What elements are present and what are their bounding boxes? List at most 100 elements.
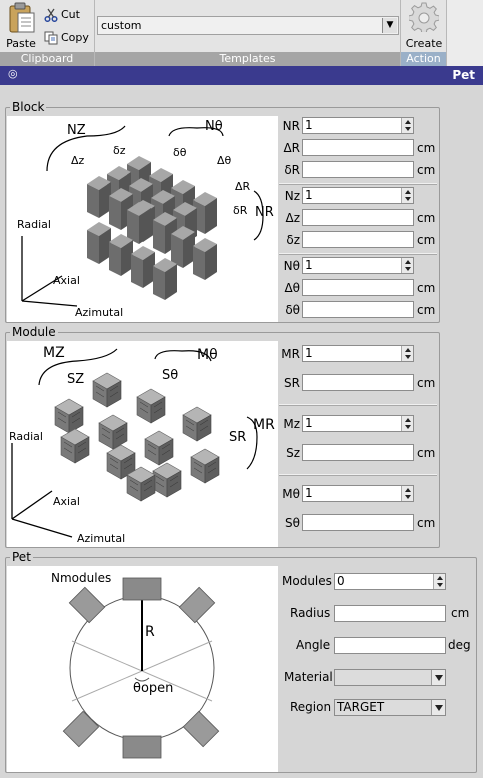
module-field-value: 1 <box>305 346 313 360</box>
block-field-input[interactable]: 1 <box>302 187 414 204</box>
pet-title: Pet <box>10 550 33 564</box>
spin-arrows-icon[interactable] <box>401 118 413 133</box>
module-field-label: MR <box>281 347 300 361</box>
block-field-input[interactable] <box>302 161 414 178</box>
pet-diagram: Nmodules R θopen <box>7 566 278 772</box>
target-icon[interactable]: ◎ <box>8 67 18 80</box>
ribbon-toolbar: Paste Cut Copy Clipboard Templates custo… <box>0 0 483 66</box>
module-field-input[interactable] <box>302 514 414 531</box>
material-select[interactable] <box>334 669 446 686</box>
region-value: TARGET <box>337 700 385 714</box>
module-field-input[interactable] <box>302 374 414 391</box>
templates-group: Templates <box>95 0 401 66</box>
block-deltaz-label: δz <box>113 144 126 157</box>
block-field-input[interactable]: 1 <box>302 257 414 274</box>
block-field-input[interactable] <box>302 279 414 296</box>
module-field-unit: cm <box>417 516 436 530</box>
block-dz-label: Δz <box>71 154 85 167</box>
radius-field[interactable] <box>334 605 446 622</box>
angle-field[interactable] <box>334 637 446 654</box>
module-field-label: Sz <box>286 446 300 460</box>
block-field-unit: cm <box>417 281 436 295</box>
module-mtheta-label: Mθ <box>197 347 218 363</box>
pet-diagram-graphic: Nmodules R θopen <box>51 571 220 759</box>
block-DR-label: ΔR <box>235 180 251 193</box>
gear-icon <box>408 2 440 34</box>
module-radial-label: Radial <box>9 430 43 443</box>
block-field-input[interactable] <box>302 231 414 248</box>
radius-label: Radius <box>290 606 331 620</box>
spin-arrows-icon[interactable] <box>433 574 445 589</box>
spin-arrows-icon[interactable] <box>401 486 413 501</box>
module-field-input[interactable]: 1 <box>302 345 414 362</box>
module-diagram-graphic: MZ Mθ SZ Sθ SR MR Radial Axial Azimutal <box>9 345 275 545</box>
block-deltatheta-label: δθ <box>173 146 187 159</box>
module-field-label: Mz <box>283 417 300 431</box>
module-field-input[interactable]: 1 <box>302 415 414 432</box>
block-field-label: NR <box>282 119 300 133</box>
block-field-input[interactable] <box>302 301 414 318</box>
spin-arrows-icon[interactable] <box>401 258 413 273</box>
region-label: Region <box>290 700 332 714</box>
chevron-down-icon[interactable] <box>431 700 445 715</box>
modules-label: Modules <box>282 574 332 588</box>
material-label: Material <box>284 670 333 684</box>
module-field-label: SR <box>284 376 300 390</box>
templates-caption: Templates <box>95 52 400 66</box>
module-field-unit: cm <box>417 446 436 460</box>
block-field-unit: cm <box>417 233 436 247</box>
chevron-down-icon[interactable]: ▼ <box>382 18 397 33</box>
panel-title: Pet <box>452 68 475 82</box>
block-Dtheta-label: Δθ <box>217 154 232 167</box>
block-field-label: Nθ <box>283 259 300 273</box>
spin-arrows-icon[interactable] <box>401 188 413 203</box>
module-field-input[interactable] <box>302 444 414 461</box>
pet-group: Pet <box>5 550 477 773</box>
angle-label: Angle <box>296 638 331 652</box>
block-field-input[interactable] <box>302 139 414 156</box>
block-field-value: 1 <box>305 188 313 202</box>
block-diagram-graphic: NZ Nθ Δz δz δθ Δθ ΔR δR NR Radial Axial … <box>17 119 274 319</box>
block-axial-label: Axial <box>53 274 80 287</box>
create-label: Create <box>405 37 443 50</box>
spin-arrows-icon[interactable] <box>401 416 413 431</box>
module-separator-1 <box>279 404 437 406</box>
copy-button[interactable]: Copy <box>44 29 89 47</box>
block-field-value: 1 <box>305 258 313 272</box>
block-separator-1 <box>279 183 437 185</box>
module-field-input[interactable]: 1 <box>302 485 414 502</box>
block-field-label: Δθ <box>284 281 300 295</box>
region-select[interactable]: TARGET <box>334 699 446 716</box>
module-separator-2 <box>279 474 437 476</box>
block-field-label: Δz <box>285 211 300 225</box>
cut-label: Cut <box>61 8 80 21</box>
spin-arrows-icon[interactable] <box>401 346 413 361</box>
paste-button[interactable]: Paste <box>2 2 40 50</box>
copy-label: Copy <box>61 31 89 44</box>
module-mr-label: MR <box>253 417 275 433</box>
action-group: Action <box>401 0 447 66</box>
block-azimutal-label: Azimutal <box>75 306 123 319</box>
block-field-label: ΔR <box>283 141 300 155</box>
template-select[interactable]: custom ▼ <box>97 16 399 35</box>
modules-spinbox[interactable]: 0 <box>334 573 446 590</box>
module-mz-label: MZ <box>43 345 65 361</box>
module-azimutal-label: Azimutal <box>77 532 125 545</box>
pet-theta-open-label: θopen <box>133 681 173 696</box>
pet-r-label: R <box>145 624 155 640</box>
block-field-input[interactable] <box>302 209 414 226</box>
panel-titlebar: ◎ Pet <box>0 66 483 85</box>
copy-icon <box>44 31 58 45</box>
module-sr-label: SR <box>229 430 246 445</box>
create-button[interactable]: Create <box>402 2 446 50</box>
angle-unit: deg <box>448 638 471 652</box>
chevron-down-icon[interactable] <box>431 670 445 685</box>
block-group: Block <box>5 100 440 323</box>
module-field-label: Sθ <box>285 516 300 530</box>
cut-button[interactable]: Cut <box>44 6 80 24</box>
module-field-unit: cm <box>417 376 436 390</box>
module-stheta-label: Sθ <box>162 368 178 383</box>
block-title: Block <box>10 100 47 114</box>
block-field-label: δz <box>286 233 300 247</box>
block-field-input[interactable]: 1 <box>302 117 414 134</box>
